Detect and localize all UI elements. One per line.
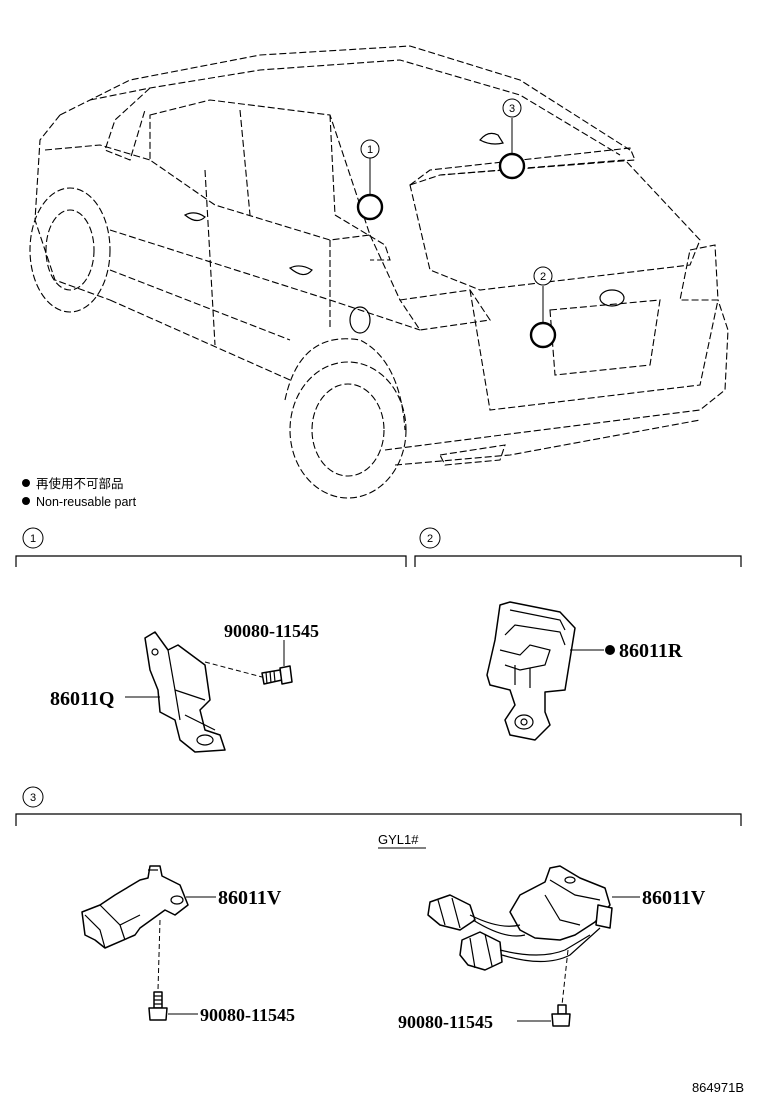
legend: 再使用不可部品 Non-reusable part <box>22 476 137 509</box>
sensor-86011v-left-drawing[interactable] <box>81 865 189 949</box>
callout-label-3: 3 <box>509 103 515 115</box>
section-3-bracket <box>15 813 742 826</box>
section-2-number: 2 <box>427 533 433 545</box>
part-number-90080-11545-s1[interactable]: 90080-11545 <box>224 621 319 641</box>
sensor-86011v-right-drawing[interactable] <box>427 865 613 971</box>
filled-dot-icon <box>22 479 30 487</box>
note-english: Non-reusable part <box>36 495 137 509</box>
camera-86011r-drawing[interactable] <box>486 601 576 741</box>
callout-badge-3[interactable] <box>502 98 522 118</box>
part-number-86011v-right[interactable]: 86011V <box>642 887 706 909</box>
bolt-leader-1 <box>204 661 263 678</box>
callout-label-1: 1 <box>367 144 373 156</box>
bolt-90080-11545-drawing[interactable] <box>261 665 293 685</box>
section-1-bracket <box>15 555 407 567</box>
callout-label-2: 2 <box>540 271 546 283</box>
part-number-90080-11545-s3-right[interactable]: 90080-11545 <box>398 1012 493 1032</box>
callout-target-2 <box>529 321 557 349</box>
vehicle-illustration <box>29 45 729 499</box>
bolt-left-drawing[interactable] <box>148 991 168 1021</box>
sensor-86011q-drawing[interactable] <box>144 631 226 753</box>
bolt-right-drawing[interactable] <box>551 1004 571 1027</box>
illustration-code: 864971B <box>692 1080 744 1095</box>
section-2: 2 86011R <box>414 527 742 741</box>
variant-label: GYL1# <box>378 832 419 847</box>
callout-badge-2[interactable] <box>533 266 553 286</box>
section-3: 3 GYL1# 90080-11545 86011V <box>15 786 742 1032</box>
filled-dot-icon <box>22 497 30 505</box>
section-1-badge[interactable] <box>22 527 44 549</box>
callout-target-1 <box>356 193 384 221</box>
part-number-86011q[interactable]: 86011Q <box>50 688 114 710</box>
note-japanese: 再使用不可部品 <box>36 476 124 491</box>
section-3-number: 3 <box>30 792 36 804</box>
callout-badge-1[interactable] <box>360 139 380 159</box>
section-1-number: 1 <box>30 533 36 545</box>
bolt-leader-right <box>561 949 569 1006</box>
bolt-leader-left <box>157 919 161 991</box>
section-1: 1 90080-11545 86011Q <box>15 527 407 753</box>
section-2-badge[interactable] <box>419 527 441 549</box>
part-number-90080-11545-s3-left[interactable]: 90080-11545 <box>200 1005 295 1025</box>
vehicle-callouts: 1 2 3 <box>356 98 557 349</box>
section-3-badge[interactable] <box>22 786 44 808</box>
section-2-bracket <box>414 555 742 567</box>
part-number-86011v-left[interactable]: 86011V <box>218 887 282 909</box>
callout-target-3 <box>498 152 526 180</box>
non-reusable-dot-icon <box>605 645 615 655</box>
part-number-86011r[interactable]: 86011R <box>619 640 683 662</box>
